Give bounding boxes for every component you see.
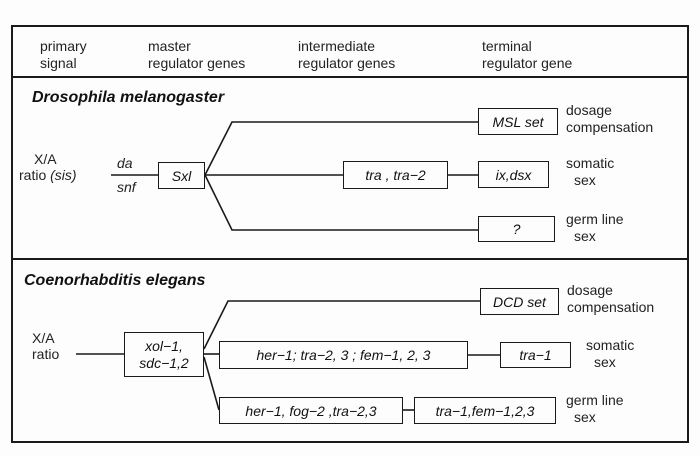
ce-fork-upper	[203, 300, 480, 350]
dm-msl-box: MSL set	[478, 108, 558, 135]
dm-fork-lower	[204, 174, 478, 231]
ce-title: Coenorhabditis elegans	[24, 272, 206, 289]
ce-ratio-label: ratio	[32, 346, 60, 362]
dm-ratio-label: ratio (sis)	[19, 167, 77, 183]
ce-germ-box-2: tra−1,fem−1,2,3	[414, 397, 556, 424]
dm-da-label: da	[117, 155, 133, 171]
ce-dcd-box: DCD set	[480, 288, 559, 315]
ce-germ-box-1: her−1, fog−2 ,tra−2,3	[219, 397, 403, 424]
dm-sxl-box: Sxl	[158, 162, 205, 189]
dm-tra-box: tra , tra−2	[343, 161, 448, 189]
header-divider	[11, 76, 689, 78]
dm-ixdsx-box: ix,dsx	[478, 161, 549, 188]
dm-title: Drosophila melanogaster	[32, 89, 225, 106]
ce-master-box: xol−1,sdc−1,2	[124, 332, 204, 377]
ce-somatic-box: her−1; tra−2, 3 ; fem−1, 2, 3	[219, 341, 468, 369]
dm-fork-upper	[204, 121, 478, 176]
species-divider	[11, 258, 689, 260]
ce-tra1-box: tra−1	[500, 342, 571, 368]
dm-xa-ratio: X/A	[34, 151, 57, 167]
ce-xa-ratio: X/A	[32, 330, 55, 346]
ce-fork-lower	[203, 356, 220, 411]
diagram-frame	[11, 25, 689, 443]
dm-unknown-box: ?	[478, 216, 555, 242]
dm-snf-label: snf	[117, 179, 136, 195]
